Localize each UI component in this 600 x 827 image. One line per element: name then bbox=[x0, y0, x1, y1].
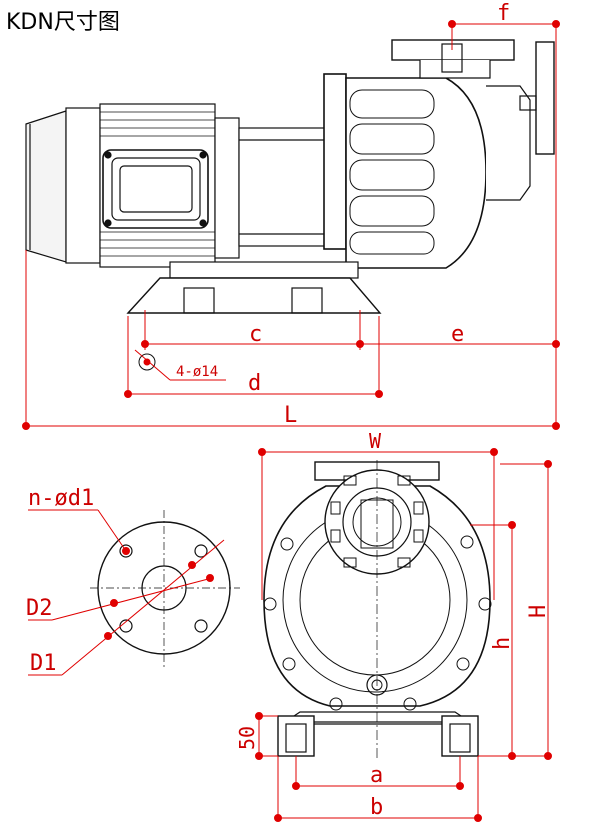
flange-nd1-label: n-ød1 bbox=[28, 486, 94, 511]
dim-c-label: c bbox=[249, 322, 262, 347]
diagram-title: KDN尺寸图 bbox=[6, 10, 120, 35]
pump-feet-front bbox=[277, 715, 479, 757]
hole-spec-label: 4-ø14 bbox=[176, 364, 218, 380]
pump-casing-side bbox=[323, 41, 555, 269]
dim-b-label: b bbox=[370, 795, 383, 820]
outlet-flange-side bbox=[391, 39, 515, 79]
dim-H-label: H bbox=[526, 605, 551, 618]
dim-W-label: W bbox=[369, 429, 382, 453]
terminal-box bbox=[102, 149, 209, 229]
dim-e-label: e bbox=[451, 322, 464, 347]
motor-flange bbox=[214, 117, 330, 259]
dim-L-label: L bbox=[284, 403, 297, 428]
flange-D1-label: D1 bbox=[30, 651, 57, 676]
motor-fan-cover bbox=[25, 110, 67, 263]
dim-f-label: f bbox=[497, 1, 510, 26]
inlet-flange-front bbox=[90, 510, 240, 668]
flange-D2-label: D2 bbox=[26, 596, 53, 621]
pump-casing-front bbox=[263, 461, 492, 723]
dim-50-label: 50 bbox=[235, 726, 259, 750]
dim-d-label: d bbox=[248, 371, 261, 396]
dim-h-label: h bbox=[490, 637, 515, 650]
dim-a-label: a bbox=[370, 763, 383, 788]
base-plate-side bbox=[126, 261, 382, 314]
